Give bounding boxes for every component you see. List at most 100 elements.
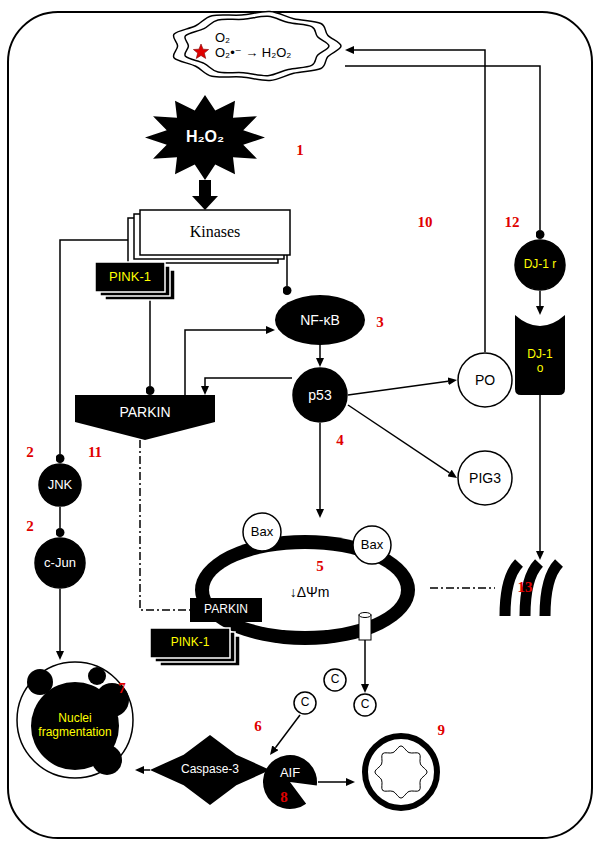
pathway-arrow	[205, 378, 292, 386]
circle-shape	[515, 240, 565, 290]
pathway-arrow	[286, 255, 288, 286]
callout-number: 7	[118, 680, 126, 697]
text-holder: C	[353, 693, 377, 717]
membrane-outline	[185, 16, 329, 75]
oxidized-shape	[515, 315, 565, 395]
text-holder: PO	[457, 352, 513, 408]
cell-outline	[8, 12, 592, 838]
node-label: p53	[308, 387, 331, 403]
membrane-outline	[173, 11, 341, 80]
node-label: PINK-1	[171, 636, 210, 650]
chromatin-blob	[375, 746, 427, 798]
callout-number: 10	[418, 214, 433, 231]
callout-number: 2	[26, 518, 34, 535]
node-label: O₂	[215, 31, 230, 46]
kinases-stack: Kinases	[140, 210, 290, 255]
text-holder: DJ-1 o	[515, 315, 565, 395]
node-label: JNK	[48, 478, 73, 493]
circle-shape	[458, 451, 512, 505]
pathway-arrow	[59, 507, 61, 528]
parkin-box: PARKIN	[190, 598, 262, 622]
text-holder: p53	[292, 367, 348, 423]
pathway-arrow	[319, 345, 321, 358]
node-label: PIG3	[469, 470, 501, 486]
node-label: Kinases	[190, 223, 241, 241]
dj1-target: 13	[495, 560, 555, 616]
circle-shape	[324, 669, 346, 691]
pathway-arrow	[185, 330, 266, 395]
callout-number: 3	[376, 314, 384, 331]
callout-number: 11	[88, 444, 102, 461]
star-shape	[150, 735, 270, 805]
mitochondrion-ring: ↓ΔΨmBaxBaxPARKINPINK-1	[145, 518, 430, 666]
nucleus-fragment	[27, 669, 53, 695]
pathway-arrow	[354, 50, 485, 352]
mitochondrion-ros: O₂O₂•⁻ → H₂O₂	[165, 8, 345, 84]
jnk-node: JNK	[38, 463, 82, 507]
complex-star	[193, 44, 208, 58]
pathway-arrow	[59, 589, 61, 651]
node-label: 9	[438, 722, 446, 739]
text-holder: PIG3	[457, 450, 513, 506]
dj1-oxidized: DJ-1 o	[515, 315, 565, 395]
circle-shape	[354, 694, 376, 716]
pathway-arrow	[318, 781, 346, 783]
pathway-arrow	[348, 405, 450, 473]
text-holder: c-Jun	[34, 537, 86, 589]
text-holder: PARKIN	[75, 395, 215, 440]
node-label: Caspase-3	[181, 763, 239, 777]
release-line	[364, 640, 366, 666]
pacman-shape	[263, 755, 317, 809]
callout-number: 1	[296, 142, 304, 159]
cytochrome-c: C	[353, 693, 377, 717]
callout-number: 8	[280, 789, 288, 806]
callout-number: 6	[254, 718, 262, 735]
text-holder: Nuclei fragmentation	[15, 660, 135, 780]
target-pillar	[505, 563, 519, 616]
node-label: ↓ΔΨm	[290, 584, 330, 600]
node-label: 13	[518, 579, 533, 596]
caspase-star: Caspase-3	[150, 735, 270, 805]
banner-shape	[75, 395, 215, 440]
node-label: C	[331, 673, 340, 687]
node-label: Nuclei fragmentation	[33, 712, 117, 740]
circle-shape	[35, 538, 85, 588]
node-label: PARKIN	[204, 603, 248, 617]
damaged-nucleus-outline	[355, 722, 447, 818]
node-label: NF-κB	[300, 312, 340, 328]
pathway-arrow	[149, 292, 151, 386]
circle-shape	[458, 353, 512, 407]
callout-number: 2	[26, 444, 34, 461]
circle-shape	[293, 368, 347, 422]
aif-node-outline	[262, 754, 318, 810]
circle-shape	[294, 692, 316, 714]
ellipse-shape	[275, 295, 365, 345]
dash-dot-link	[430, 587, 495, 589]
pore-channel	[359, 615, 371, 640]
node-label: C	[301, 696, 310, 710]
pathway-arrow	[539, 395, 541, 551]
nucleus-fragment	[88, 667, 106, 685]
page-shape	[150, 628, 230, 658]
circle-shape	[39, 464, 81, 506]
pathway-arrow	[319, 423, 321, 509]
node-label: Bax	[361, 538, 383, 553]
node-label: Bax	[251, 525, 273, 540]
h2o2-burst: H₂O₂	[145, 95, 265, 180]
text-holder: PINK-1	[95, 262, 165, 292]
node-label: c-Jun	[44, 556, 76, 571]
cell-outline	[17, 662, 133, 778]
node-label: PINK-1	[109, 270, 151, 285]
text-holder: H₂O₂	[145, 95, 265, 180]
bax-node: Bax	[242, 512, 282, 552]
text-holder: Bax	[242, 512, 282, 552]
burst-shape	[145, 95, 265, 180]
p53-node: p53	[292, 367, 348, 423]
text-holder: AIF	[262, 754, 318, 810]
pink1-stack: PINK-1	[150, 628, 230, 658]
circle-shape	[243, 513, 281, 551]
cytochrome-c: C	[323, 668, 347, 692]
nucleus-fragment	[92, 745, 122, 775]
node-label: H₂O₂	[186, 128, 224, 146]
